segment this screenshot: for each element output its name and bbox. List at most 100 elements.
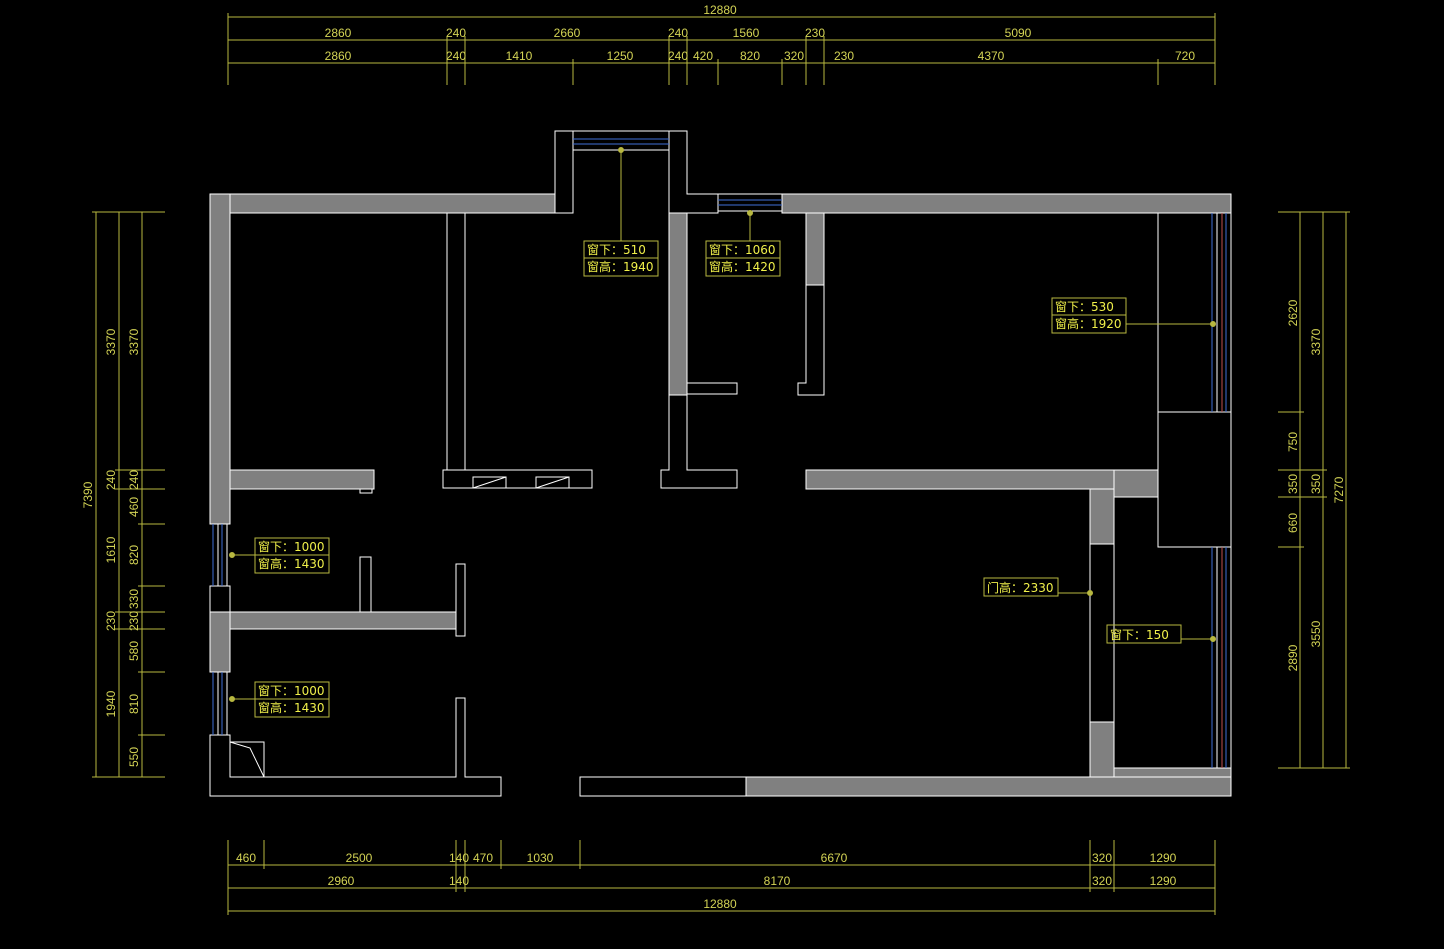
dim-top-r3-4: 240 [668, 49, 688, 63]
window-right-upper [1211, 213, 1227, 412]
door-jamb-left [359, 488, 373, 494]
dim-top-r3-7: 320 [784, 49, 804, 63]
wall-lower-left [229, 611, 457, 630]
dim-bot-r1-6: 320 [1092, 851, 1112, 865]
wall-interior-stub-2 [455, 563, 466, 637]
dim-top-r2-5: 230 [805, 26, 825, 40]
dims-bottom: 460 2500 140 470 1030 6670 320 1290 2960… [236, 851, 1177, 911]
wall-bottom-middle [579, 776, 747, 797]
shower-tray [229, 741, 265, 778]
annotation-text: 窗下：1000 [258, 684, 325, 698]
dim-top-total: 12880 [703, 3, 737, 17]
wall-bottom-right-outline [745, 776, 1232, 797]
wall-left-lower [209, 697, 502, 797]
dim-left-mid-2: 1610 [104, 536, 118, 563]
annotation-left-window-upper: 窗下：1000 窗高：1430 [254, 537, 330, 574]
annotation-door-height: 门高：2330 [983, 577, 1059, 597]
annotation-text: 窗高：1940 [587, 259, 654, 274]
annotation-text: 窗下：1000 [258, 540, 325, 554]
dim-left-inner-7: 810 [127, 694, 141, 714]
wall-right-corner [1089, 488, 1115, 545]
annotation-right-window-lower: 窗下：150 [1106, 624, 1182, 644]
counter-fixture-1 [472, 476, 507, 489]
wall-interior-mid [660, 394, 738, 489]
dim-right-inner-0: 2620 [1286, 299, 1300, 326]
annotation-top-window-1: 窗下：510 窗高：1940 [583, 240, 659, 277]
dim-left-mid-4: 1940 [104, 690, 118, 717]
counter-fixture-2 [535, 476, 570, 489]
dim-top-r3-2: 1410 [506, 49, 533, 63]
bay-left-pier [554, 130, 574, 214]
annotation-text: 窗高：1430 [258, 556, 325, 571]
wall-top-stub [805, 212, 825, 286]
annotation-right-window-upper: 窗下：530 窗高：1920 [1051, 297, 1127, 334]
dim-left-inner-5: 230 [127, 611, 141, 631]
dim-bot-r1-5: 6670 [821, 851, 848, 865]
dim-left-inner-4: 330 [127, 589, 141, 609]
window-right-lower [1211, 547, 1227, 768]
dim-bot-r1-3: 470 [473, 851, 493, 865]
dim-left-inner-1: 240 [127, 470, 141, 490]
dim-left-inner-0: 3370 [127, 328, 141, 355]
walls [209, 193, 1232, 797]
dim-bot-r1-2: 140 [449, 851, 469, 865]
dims-top: 12880 2860 240 2660 240 1560 230 5090 28… [325, 3, 1196, 63]
dim-bot-r1-4: 1030 [527, 851, 554, 865]
wall-right-corner-2 [1113, 469, 1159, 498]
dim-right-mid-0: 3370 [1309, 328, 1323, 355]
dim-bot-r1-1: 2500 [346, 851, 373, 865]
annotation-text: 窗下：530 [1055, 300, 1114, 314]
annotation-leaders [229, 147, 1216, 702]
annotation-text: 窗高：1430 [258, 700, 325, 715]
dim-bot-r2-4: 1290 [1150, 874, 1177, 888]
wall-bedroom-left [229, 469, 375, 490]
wall-left-pier [209, 585, 231, 613]
dim-right-inner-2: 350 [1286, 474, 1300, 494]
wall-top-left [209, 193, 556, 214]
wall-interior-stub-1 [359, 556, 372, 613]
dim-bot-r2-1: 140 [449, 874, 469, 888]
dim-top-r3-9: 4370 [978, 49, 1005, 63]
annotation-text: 门高：2330 [987, 580, 1054, 595]
annotation-text: 窗高：1420 [709, 259, 776, 274]
wall-right-lower-stub [1089, 721, 1115, 778]
dim-right-mid-2: 3550 [1309, 620, 1323, 647]
dim-top-r3-0: 2860 [325, 49, 352, 63]
annotation-left-window-lower: 窗下：1000 窗高：1430 [254, 681, 330, 718]
dim-right-inner-1: 750 [1286, 432, 1300, 452]
dim-left-mid-3: 230 [104, 611, 118, 631]
dim-bot-r1-0: 460 [236, 851, 256, 865]
dim-bot-r2-3: 320 [1092, 874, 1112, 888]
dim-left-inner-6: 580 [127, 641, 141, 661]
dim-top-r3-10: 720 [1175, 49, 1195, 63]
bay-right-pier [668, 130, 719, 214]
wall-right-closet [1157, 213, 1232, 548]
wall-left-upper [209, 193, 231, 525]
dim-left-outer: 7390 [81, 481, 95, 508]
dimension-lines [92, 13, 1350, 915]
dims-left: 7390 3370 240 1610 230 1940 3370 240 460… [81, 328, 141, 767]
dim-top-r2-0: 2860 [325, 26, 352, 40]
wall-outlines [209, 130, 1232, 797]
wall-left-middle [209, 611, 231, 673]
shower-line [229, 741, 265, 778]
dim-bot-r2-2: 8170 [764, 874, 791, 888]
counter-fixture-lines [472, 476, 570, 489]
wall-interior-left [446, 212, 466, 471]
window-left-upper [212, 524, 228, 586]
dim-top-r2-6: 5090 [1005, 26, 1032, 40]
wall-right-lower [1113, 767, 1232, 778]
dim-right-outer: 7270 [1332, 476, 1346, 503]
wall-interior-shelf [686, 382, 738, 395]
dim-left-inner-8: 550 [127, 747, 141, 767]
dim-bot-total: 12880 [703, 897, 737, 911]
wall-bottom-right [745, 776, 1232, 797]
wall-interior-vertical [668, 212, 688, 396]
window-top-right [718, 193, 782, 212]
dim-left-inner-3: 820 [127, 545, 141, 565]
dim-top-r2-2: 2660 [554, 26, 581, 40]
annotation-text: 窗下：150 [1110, 628, 1169, 642]
dim-bot-r2-0: 2960 [328, 874, 355, 888]
dim-left-inner-2: 460 [127, 497, 141, 517]
wall-top-right [781, 193, 1232, 214]
